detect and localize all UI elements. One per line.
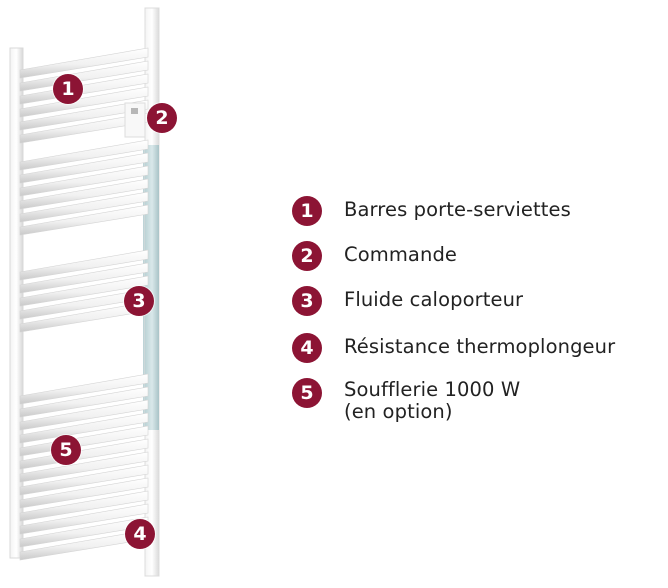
- towel-radiator-illustration: 1 2 3 4 5: [0, 0, 200, 584]
- legend-sublabel-5: (en option): [344, 400, 453, 423]
- legend-badge-3: 3: [292, 286, 322, 316]
- towel-bar: [19, 262, 149, 294]
- towel-bar: [19, 152, 149, 184]
- radiator-drawing: [9, 7, 160, 577]
- legend-label-1: Barres porte-serviettes: [344, 198, 571, 221]
- towel-bar: [19, 386, 149, 418]
- controller: [124, 102, 146, 138]
- towel-bar: [19, 503, 149, 535]
- legend-badge-4: 4: [292, 333, 322, 363]
- legend-label-5: Soufflerie 1000 W: [344, 378, 521, 401]
- towel-bar: [19, 204, 149, 236]
- legend-label-3: Fluide caloporteur: [344, 288, 524, 311]
- legend-badge-1: 1: [292, 196, 322, 226]
- towel-bar: [19, 438, 149, 470]
- legend-badge-2: 2: [292, 241, 322, 271]
- towel-bar: [19, 373, 149, 405]
- towel-bar: [19, 60, 149, 92]
- callout-4: 4: [125, 519, 155, 549]
- towel-bar: [19, 249, 149, 281]
- towel-bar: [19, 99, 149, 131]
- towel-bars: [19, 47, 149, 561]
- towel-bar: [19, 47, 149, 79]
- callout-5: 5: [51, 435, 81, 465]
- towel-bar: [19, 178, 149, 210]
- callout-3: 3: [124, 286, 154, 316]
- towel-bar: [19, 165, 149, 197]
- callout-2: 2: [147, 103, 177, 133]
- towel-bar: [19, 464, 149, 496]
- towel-bar: [19, 275, 149, 307]
- towel-bar: [19, 451, 149, 483]
- towel-bar: [19, 477, 149, 509]
- towel-bar: [19, 412, 149, 444]
- towel-bar: [19, 490, 149, 522]
- towel-bar: [19, 73, 149, 105]
- towel-bar: [19, 399, 149, 431]
- legend-badge-5: 5: [292, 378, 322, 408]
- legend-label-4: Résistance thermoplongeur: [344, 335, 616, 358]
- towel-bar: [19, 191, 149, 223]
- towel-bar: [19, 86, 149, 118]
- towel-bar: [19, 139, 149, 171]
- callout-1: 1: [53, 74, 83, 104]
- legend-label-2: Commande: [344, 243, 458, 266]
